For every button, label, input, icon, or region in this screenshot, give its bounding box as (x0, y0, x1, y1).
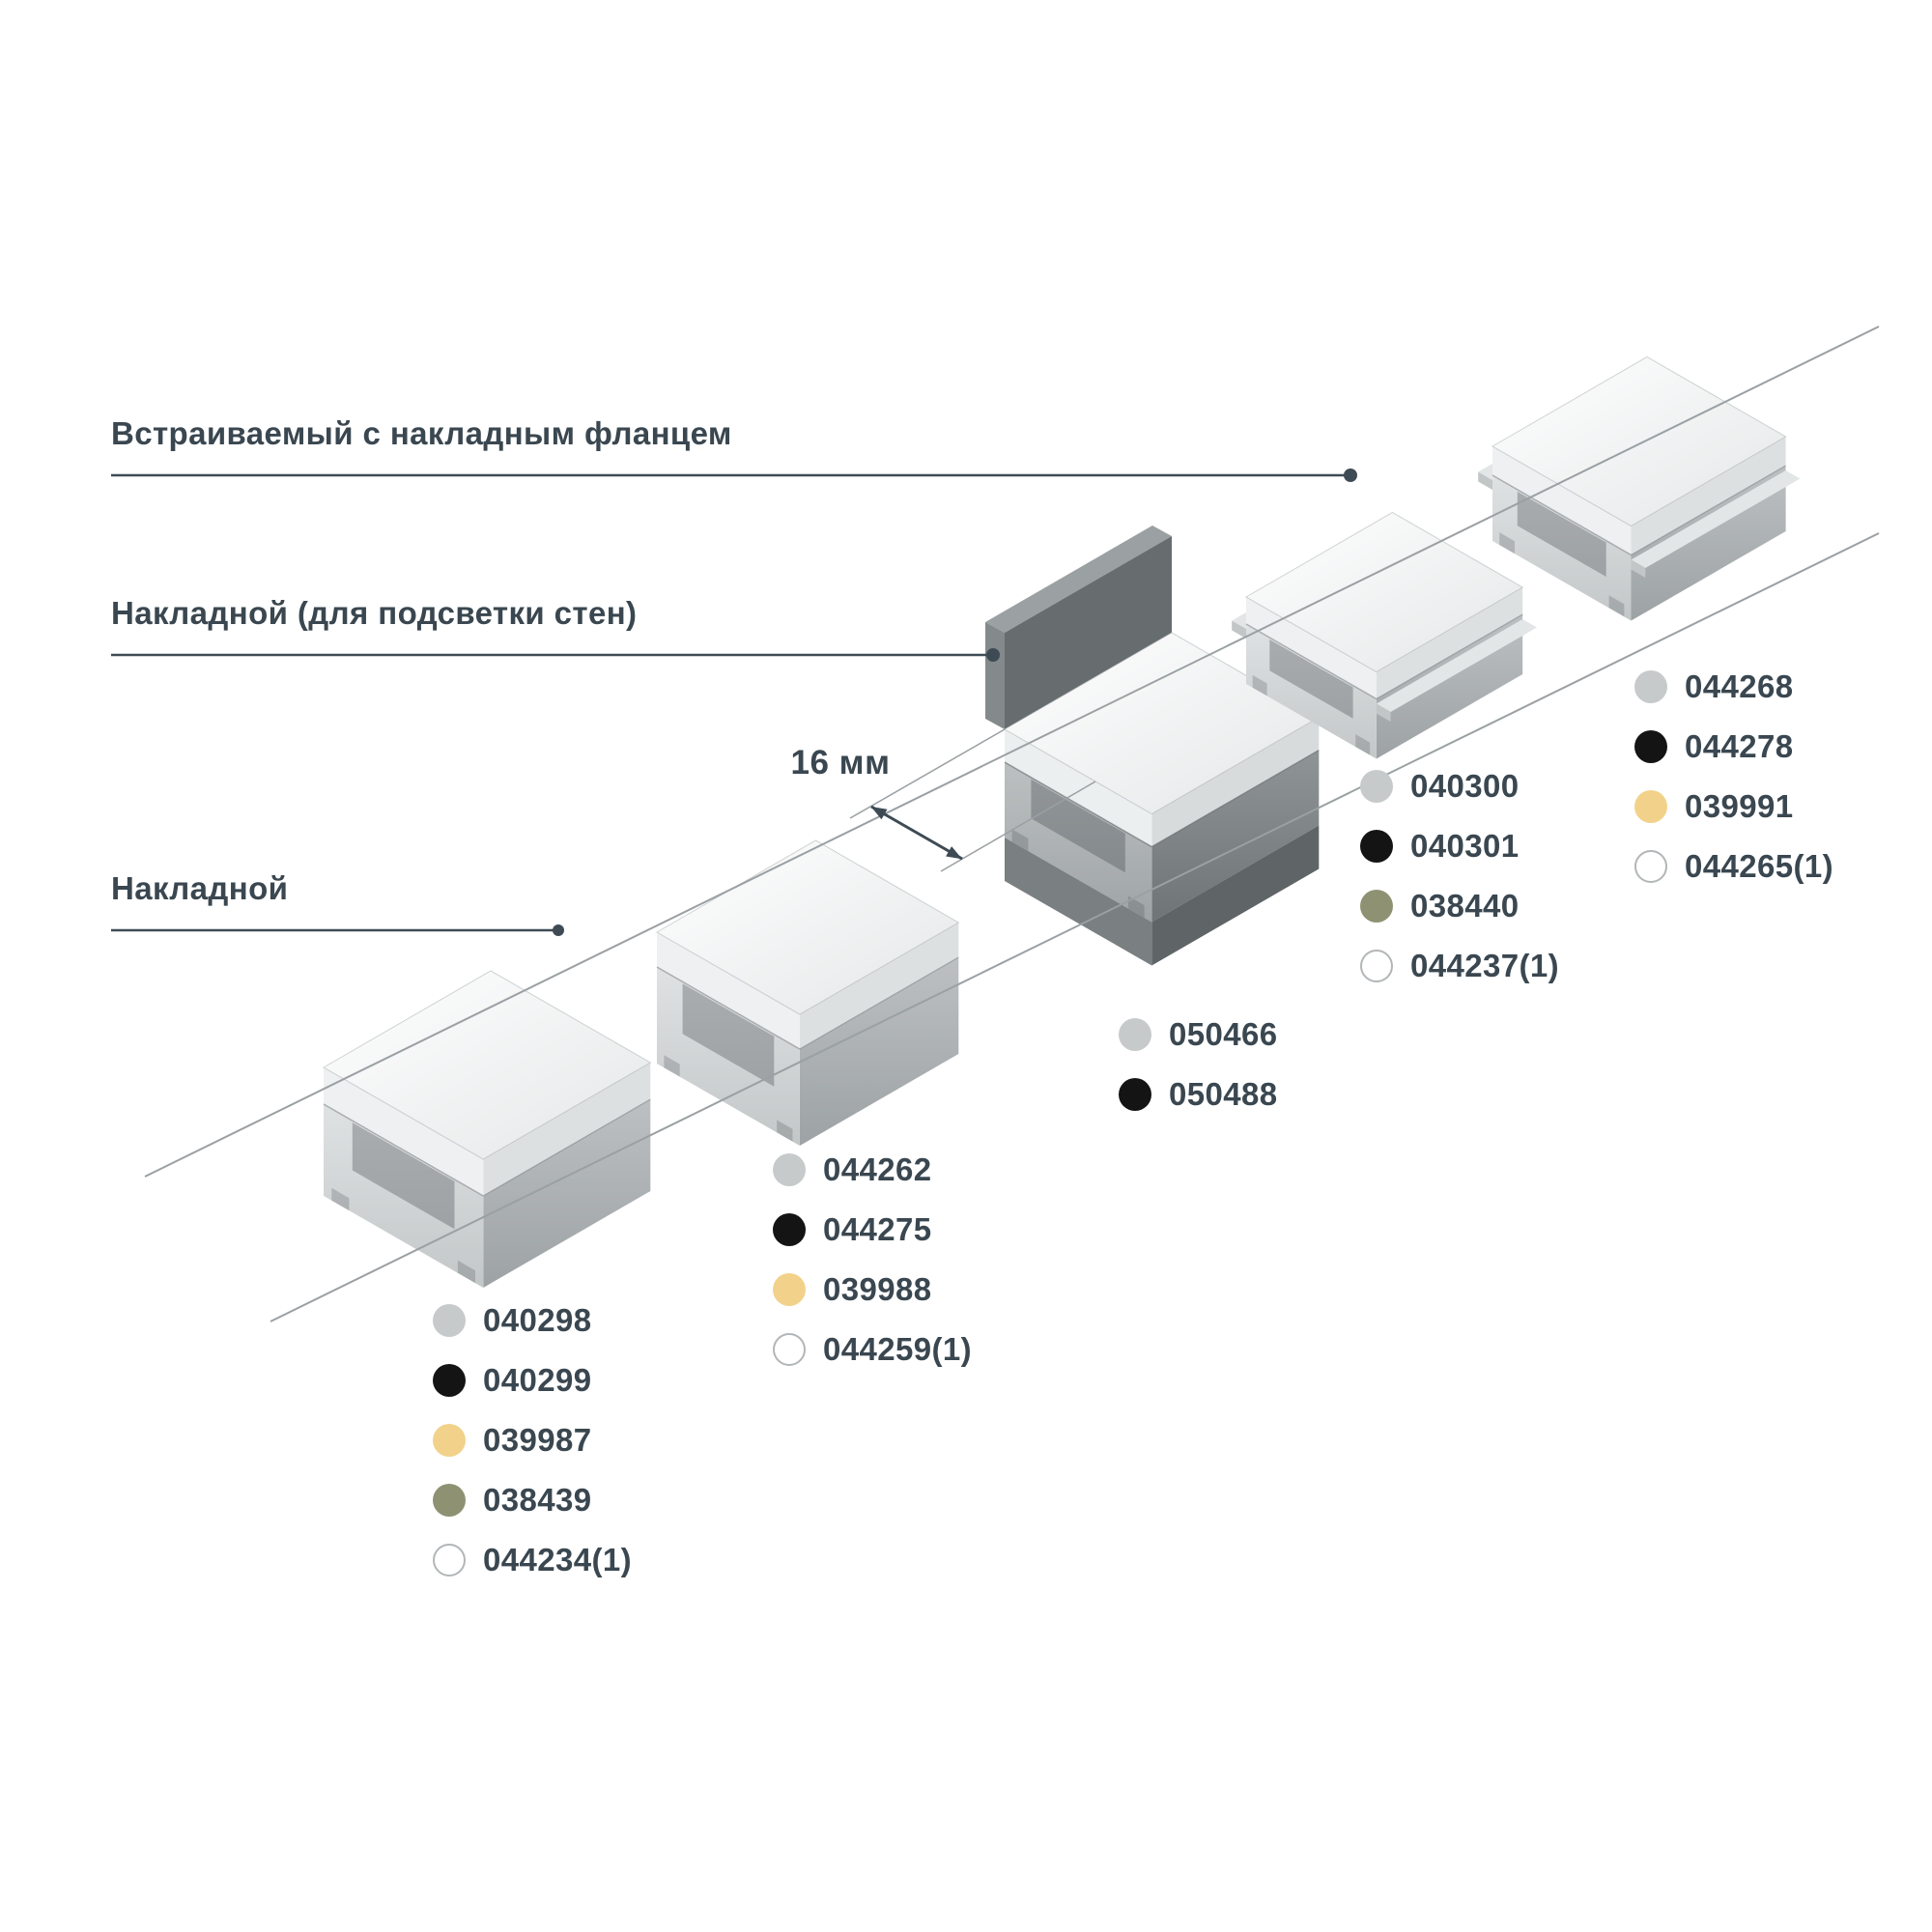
leader-dot-surface-wall (986, 648, 1000, 662)
article-code: 050488 (1169, 1076, 1278, 1112)
axis-line-lower (270, 532, 1880, 1322)
article-code: 044268 (1685, 668, 1794, 704)
label-recessed-with-flange: Встраиваемый с накладным фланцем (111, 415, 732, 451)
article-code: 038439 (483, 1482, 592, 1518)
dimension-16mm (849, 728, 1096, 872)
article-group-recessed-2: 044268 044278 039991 044265(1) (1634, 668, 1833, 885)
color-dot (1634, 850, 1667, 883)
arrowhead-right (946, 846, 962, 860)
article-item: 038439 (433, 1482, 632, 1519)
dimension-label-16mm: 16 мм (790, 744, 891, 781)
article-item: 044278 (1634, 728, 1833, 765)
color-dot (1634, 670, 1667, 703)
article-item: 038440 (1360, 888, 1559, 924)
profile-5-recessed-flange (1478, 355, 1801, 621)
article-item: 050466 (1119, 1016, 1278, 1053)
article-group-wall: 050466 050488 (1119, 1016, 1278, 1113)
profile-3-surface-wall (985, 526, 1321, 966)
article-code: 038440 (1410, 888, 1520, 923)
dimension-line (870, 805, 963, 861)
axis-line-upper (144, 326, 1880, 1178)
article-item: 044262 (773, 1151, 972, 1188)
article-group-surface-1: 040298 040299 039987 038439 044234(1) (433, 1302, 632, 1578)
article-item: 050488 (1119, 1076, 1278, 1113)
color-dot (433, 1484, 466, 1517)
profile-2-surface (655, 839, 960, 1146)
article-item: 040299 (433, 1362, 632, 1399)
leader-dot-recessed-flange (1344, 469, 1357, 482)
color-dot (773, 1273, 806, 1306)
arrowhead-left (870, 807, 888, 820)
color-dot (1360, 830, 1393, 863)
article-item: 044268 (1634, 668, 1833, 705)
label-surface-mounted: Накладной (111, 870, 289, 906)
color-dot (1119, 1078, 1151, 1111)
article-code: 044275 (823, 1211, 932, 1247)
article-code: 040300 (1410, 768, 1520, 804)
leader-lines (111, 469, 1357, 936)
color-dot (773, 1213, 806, 1246)
article-item: 044237(1) (1360, 948, 1559, 984)
article-item: 040300 (1360, 768, 1559, 805)
article-item: 040301 (1360, 828, 1559, 865)
article-item: 040298 (433, 1302, 632, 1339)
extension-line-2 (940, 781, 1096, 872)
leader-dot-surface (553, 924, 564, 936)
color-dot (773, 1333, 806, 1366)
article-item: 039991 (1634, 788, 1833, 825)
article-code: 039987 (483, 1422, 592, 1458)
article-item: 044234(1) (433, 1542, 632, 1578)
color-dot (773, 1153, 806, 1186)
article-item: 039987 (433, 1422, 632, 1459)
article-code: 044259(1) (823, 1331, 973, 1367)
axis-lines (144, 326, 1880, 1322)
article-code: 040301 (1410, 828, 1520, 864)
color-dot (433, 1364, 466, 1397)
label-surface-wall-lighting: Накладной (для подсветки стен) (111, 595, 638, 631)
color-dot (1360, 770, 1393, 803)
profile-1-surface (322, 970, 652, 1288)
article-code: 044278 (1685, 728, 1794, 764)
article-code: 040299 (483, 1362, 592, 1398)
article-code: 044262 (823, 1151, 932, 1187)
article-group-surface-2: 044262 044275 039988 044259(1) (773, 1151, 972, 1368)
article-group-recessed-1: 040300 040301 038440 044237(1) (1360, 768, 1559, 984)
color-dot (1634, 790, 1667, 823)
article-item: 044265(1) (1634, 848, 1833, 885)
article-code: 050466 (1169, 1016, 1278, 1052)
color-dot (433, 1304, 466, 1337)
article-code: 040298 (483, 1302, 592, 1338)
article-item: 039988 (773, 1271, 972, 1308)
color-dot (1360, 950, 1393, 982)
article-item: 044259(1) (773, 1331, 972, 1368)
color-dot (1119, 1018, 1151, 1051)
article-item: 044275 (773, 1211, 972, 1248)
color-dot (1634, 730, 1667, 763)
article-code: 039988 (823, 1271, 932, 1307)
article-code: 044234(1) (483, 1542, 633, 1577)
article-code: 044265(1) (1685, 848, 1834, 884)
article-code: 039991 (1685, 788, 1794, 824)
profile-illustrations (322, 355, 1801, 1288)
color-dot (433, 1544, 466, 1577)
article-code: 044237(1) (1410, 948, 1560, 983)
extension-line-1 (849, 728, 1006, 819)
color-dot (1360, 890, 1393, 923)
profile-4-recessed-flange (1232, 511, 1537, 759)
color-dot (433, 1424, 466, 1457)
